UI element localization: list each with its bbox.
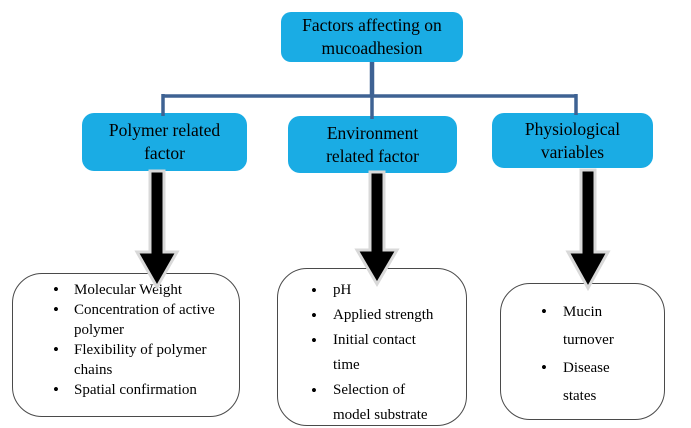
- list-item: Disease states: [541, 354, 631, 410]
- list-item: Selection of model substrate: [311, 378, 441, 428]
- branch-node-physiological-variables: Physiological variables: [492, 113, 653, 168]
- detail-box-physiological-factors: Mucin turnoverDisease states: [500, 283, 665, 420]
- list-item: Molecular Weight: [53, 280, 232, 300]
- branch-node-polymer-related-factor: Polymer related factor: [82, 113, 247, 171]
- list-item: Initial contact time: [311, 328, 441, 378]
- list-item: Mucin turnover: [541, 298, 631, 354]
- branch-node-environment-related-factor: Environment related factor: [288, 116, 457, 173]
- root-node-factors-affecting-mucoadhesion: Factors affecting on mucoadhesion: [281, 12, 463, 62]
- branch-node-label: Environment related factor: [326, 122, 419, 166]
- detail-box-environment-factors: pHApplied strengthInitial contact timeSe…: [277, 268, 467, 426]
- list-item: pH: [311, 278, 441, 303]
- environment-factor-list: pHApplied strengthInitial contact timeSe…: [278, 269, 466, 428]
- polymer-factor-list: Molecular WeightConcentration of active …: [13, 274, 239, 400]
- tree-connector-lines: [161, 62, 578, 119]
- down-arrow-polymer-icon: [134, 169, 180, 291]
- list-item: Applied strength: [311, 303, 441, 328]
- physiological-factor-list: Mucin turnoverDisease states: [501, 284, 664, 410]
- branch-node-label: Physiological variables: [524, 118, 621, 162]
- root-node-label: Factors affecting on mucoadhesion: [302, 15, 442, 58]
- list-item: Concentration of active polymer: [53, 300, 232, 340]
- branch-node-label: Polymer related factor: [108, 120, 221, 163]
- down-arrow-physiological-icon: [565, 168, 611, 292]
- list-item: Spatial confirmation: [53, 380, 232, 400]
- list-item: Flexibility of polymer chains: [53, 340, 232, 380]
- detail-box-polymer-factors: Molecular WeightConcentration of active …: [12, 273, 240, 417]
